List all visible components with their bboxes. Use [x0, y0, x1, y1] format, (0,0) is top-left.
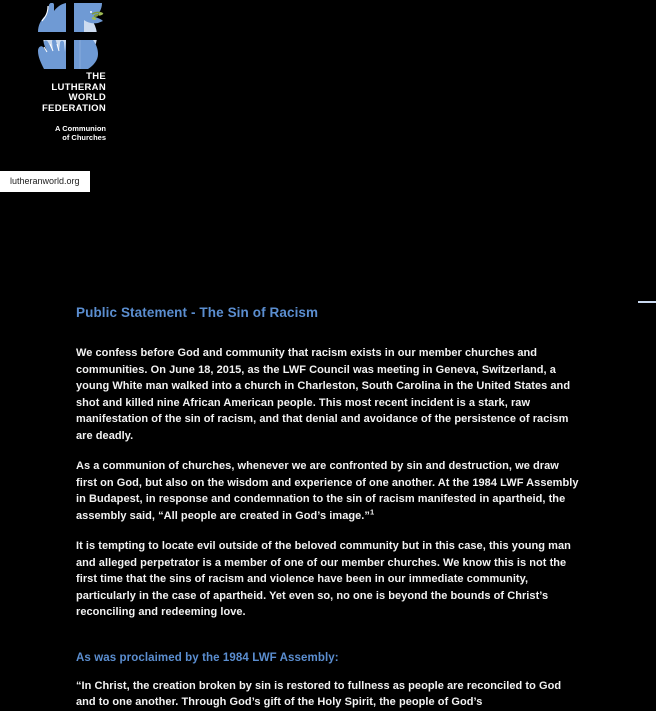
brand-header: THE LUTHERAN WORLD FEDERATION A Communio… [0, 0, 160, 215]
section-subtitle: As was proclaimed by the 1984 LWF Assemb… [76, 651, 339, 664]
wordmark-line-2: LUTHERAN [51, 81, 106, 93]
lwf-cross-hands-dove-icon [36, 3, 104, 69]
tagline-line-2: of Churches [62, 133, 106, 142]
tagline-line-1: A Communion [55, 124, 106, 133]
paragraph-2-text: As a communion of churches, whenever we … [76, 460, 579, 522]
lwf-wordmark: THE LUTHERAN WORLD FEDERATION [0, 71, 130, 114]
website-url-chip[interactable]: lutheranworld.org [0, 171, 90, 192]
wordmark-line-4: FEDERATION [41, 102, 106, 114]
paragraph-3: It is tempting to locate evil outside of… [76, 540, 571, 618]
wordmark-line-3: WORLD [68, 92, 106, 103]
paragraph-1: We confess before God and community that… [76, 347, 571, 442]
wordmark-line-1: THE [86, 71, 106, 82]
page-title: Public Statement - The Sin of Racism [76, 305, 319, 320]
right-edge-divider [638, 301, 656, 303]
footnote-marker[interactable]: 1 [369, 506, 375, 516]
lwf-tagline: A Communion of Churches [0, 124, 130, 142]
quote-paragraph: “In Christ, the creation broken by sin i… [76, 679, 562, 709]
paragraph-2: As a communion of churches, whenever we … [76, 458, 582, 524]
statement-document: Public Statement - The Sin of Racism We … [76, 305, 582, 711]
